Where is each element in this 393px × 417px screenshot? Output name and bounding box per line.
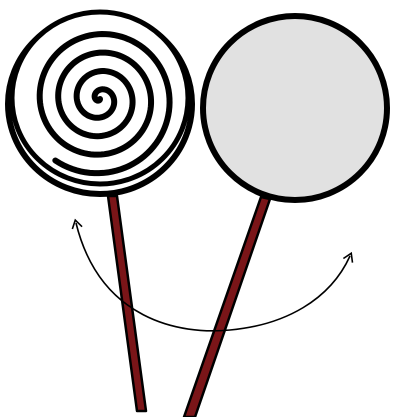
swirl-lollipop <box>8 12 192 194</box>
swirl-lollipop-stick <box>108 196 146 411</box>
plain-lollipop-icon <box>203 16 387 200</box>
plain-lollipop <box>203 16 387 200</box>
plain-lollipop-stick <box>184 197 270 417</box>
